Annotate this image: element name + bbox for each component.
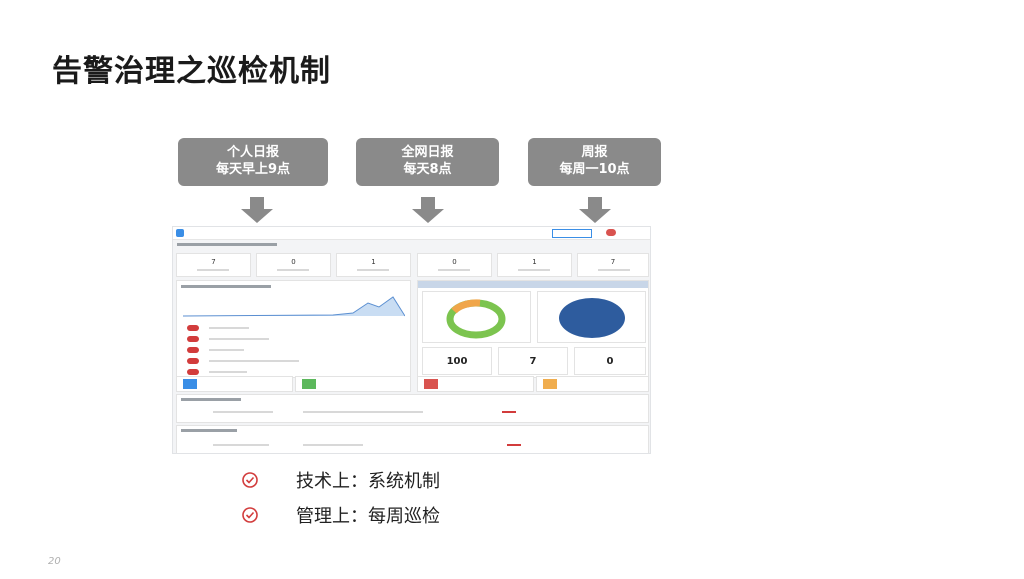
kpi-card: 7	[498, 347, 568, 375]
kpi-value: 0	[606, 356, 614, 367]
alert-level-icon	[187, 336, 199, 342]
stat-label-placeholder	[357, 269, 389, 271]
bullet-technical: 技术上：系统机制	[296, 471, 440, 492]
dashboard-greeting-placeholder	[177, 243, 277, 246]
pie-card	[537, 291, 646, 343]
shortcut-card	[417, 376, 534, 392]
report-box-weekly: 周报 每周一10点	[528, 138, 661, 186]
stat-card: 1	[336, 253, 411, 277]
topbar-button	[552, 229, 592, 238]
kpi-value: 100	[446, 356, 468, 367]
report-time: 每天8点	[403, 162, 452, 177]
check-circle-icon	[242, 472, 258, 488]
alert-level-icon	[187, 369, 199, 375]
row-placeholder	[209, 360, 299, 362]
report-box-personal-daily: 个人日报 每天早上9点	[178, 138, 328, 186]
stat-value: 1	[371, 258, 376, 266]
shortcut-card	[295, 376, 411, 392]
section-title-placeholder	[181, 429, 237, 432]
panel-header-bar	[418, 281, 648, 288]
shortcut-icon	[543, 379, 557, 389]
stat-value: 0	[452, 258, 457, 266]
donut-card	[422, 291, 531, 343]
status-placeholder	[507, 444, 521, 446]
bullet-management: 管理上：每周巡检	[296, 506, 440, 527]
stat-value: 1	[532, 258, 537, 266]
section-title-placeholder	[181, 398, 241, 401]
down-arrow-icon	[412, 197, 444, 223]
stat-card: 1	[497, 253, 572, 277]
trend-chart	[183, 296, 405, 317]
stat-card: 7	[577, 253, 649, 277]
status-placeholder	[502, 411, 516, 413]
alert-level-icon	[187, 325, 199, 331]
table-section	[176, 394, 649, 423]
page-number: 20	[48, 556, 61, 567]
kpi-card: 100	[422, 347, 492, 375]
row-placeholder	[213, 444, 269, 446]
stat-value: 7	[610, 258, 616, 266]
down-arrow-icon	[579, 197, 611, 223]
stat-card: 0	[417, 253, 492, 277]
kpi-value: 7	[529, 356, 537, 367]
report-name: 个人日报	[226, 145, 279, 160]
dashboard-screenshot: 7 0 1 0 1 7	[172, 226, 651, 454]
report-box-network-daily: 全网日报 每天8点	[356, 138, 499, 186]
app-logo-icon	[176, 229, 184, 237]
stat-label-placeholder	[197, 269, 229, 271]
stat-label-placeholder	[438, 269, 470, 271]
row-placeholder	[209, 349, 244, 351]
stat-card: 0	[256, 253, 331, 277]
stat-label-placeholder	[598, 269, 630, 271]
shortcut-card	[176, 376, 293, 392]
row-placeholder	[303, 444, 363, 446]
donut-chart	[446, 299, 506, 339]
alert-trend-panel	[176, 280, 411, 378]
stat-label-placeholder	[277, 269, 309, 271]
pie-chart	[559, 298, 625, 338]
shortcut-icon	[183, 379, 197, 389]
row-placeholder	[213, 411, 273, 413]
stat-card: 7	[176, 253, 251, 277]
report-name: 全网日报	[401, 145, 454, 160]
check-circle-icon	[242, 507, 258, 523]
report-name: 周报	[581, 145, 608, 160]
shortcut-card	[536, 376, 649, 392]
stat-label-placeholder	[518, 269, 550, 271]
shortcut-icon	[302, 379, 316, 389]
user-avatar-icon	[606, 229, 616, 236]
panel-title-placeholder	[181, 285, 271, 288]
shortcut-icon	[424, 379, 438, 389]
report-time: 每周一10点	[559, 162, 630, 177]
table-section	[176, 425, 649, 453]
stat-value: 0	[291, 258, 296, 266]
stat-value: 7	[211, 258, 216, 266]
alert-level-icon	[187, 358, 199, 364]
page-title: 告警治理之巡检机制	[52, 54, 331, 89]
row-placeholder	[209, 338, 269, 340]
alert-level-icon	[187, 347, 199, 353]
dashboard-topbar	[173, 227, 650, 240]
kpi-card: 0	[574, 347, 646, 375]
row-placeholder	[209, 327, 249, 329]
down-arrow-icon	[241, 197, 273, 223]
row-placeholder	[209, 371, 247, 373]
overview-panel: 100 7 0	[417, 280, 649, 378]
row-placeholder	[303, 411, 423, 413]
report-time: 每天早上9点	[215, 162, 291, 177]
